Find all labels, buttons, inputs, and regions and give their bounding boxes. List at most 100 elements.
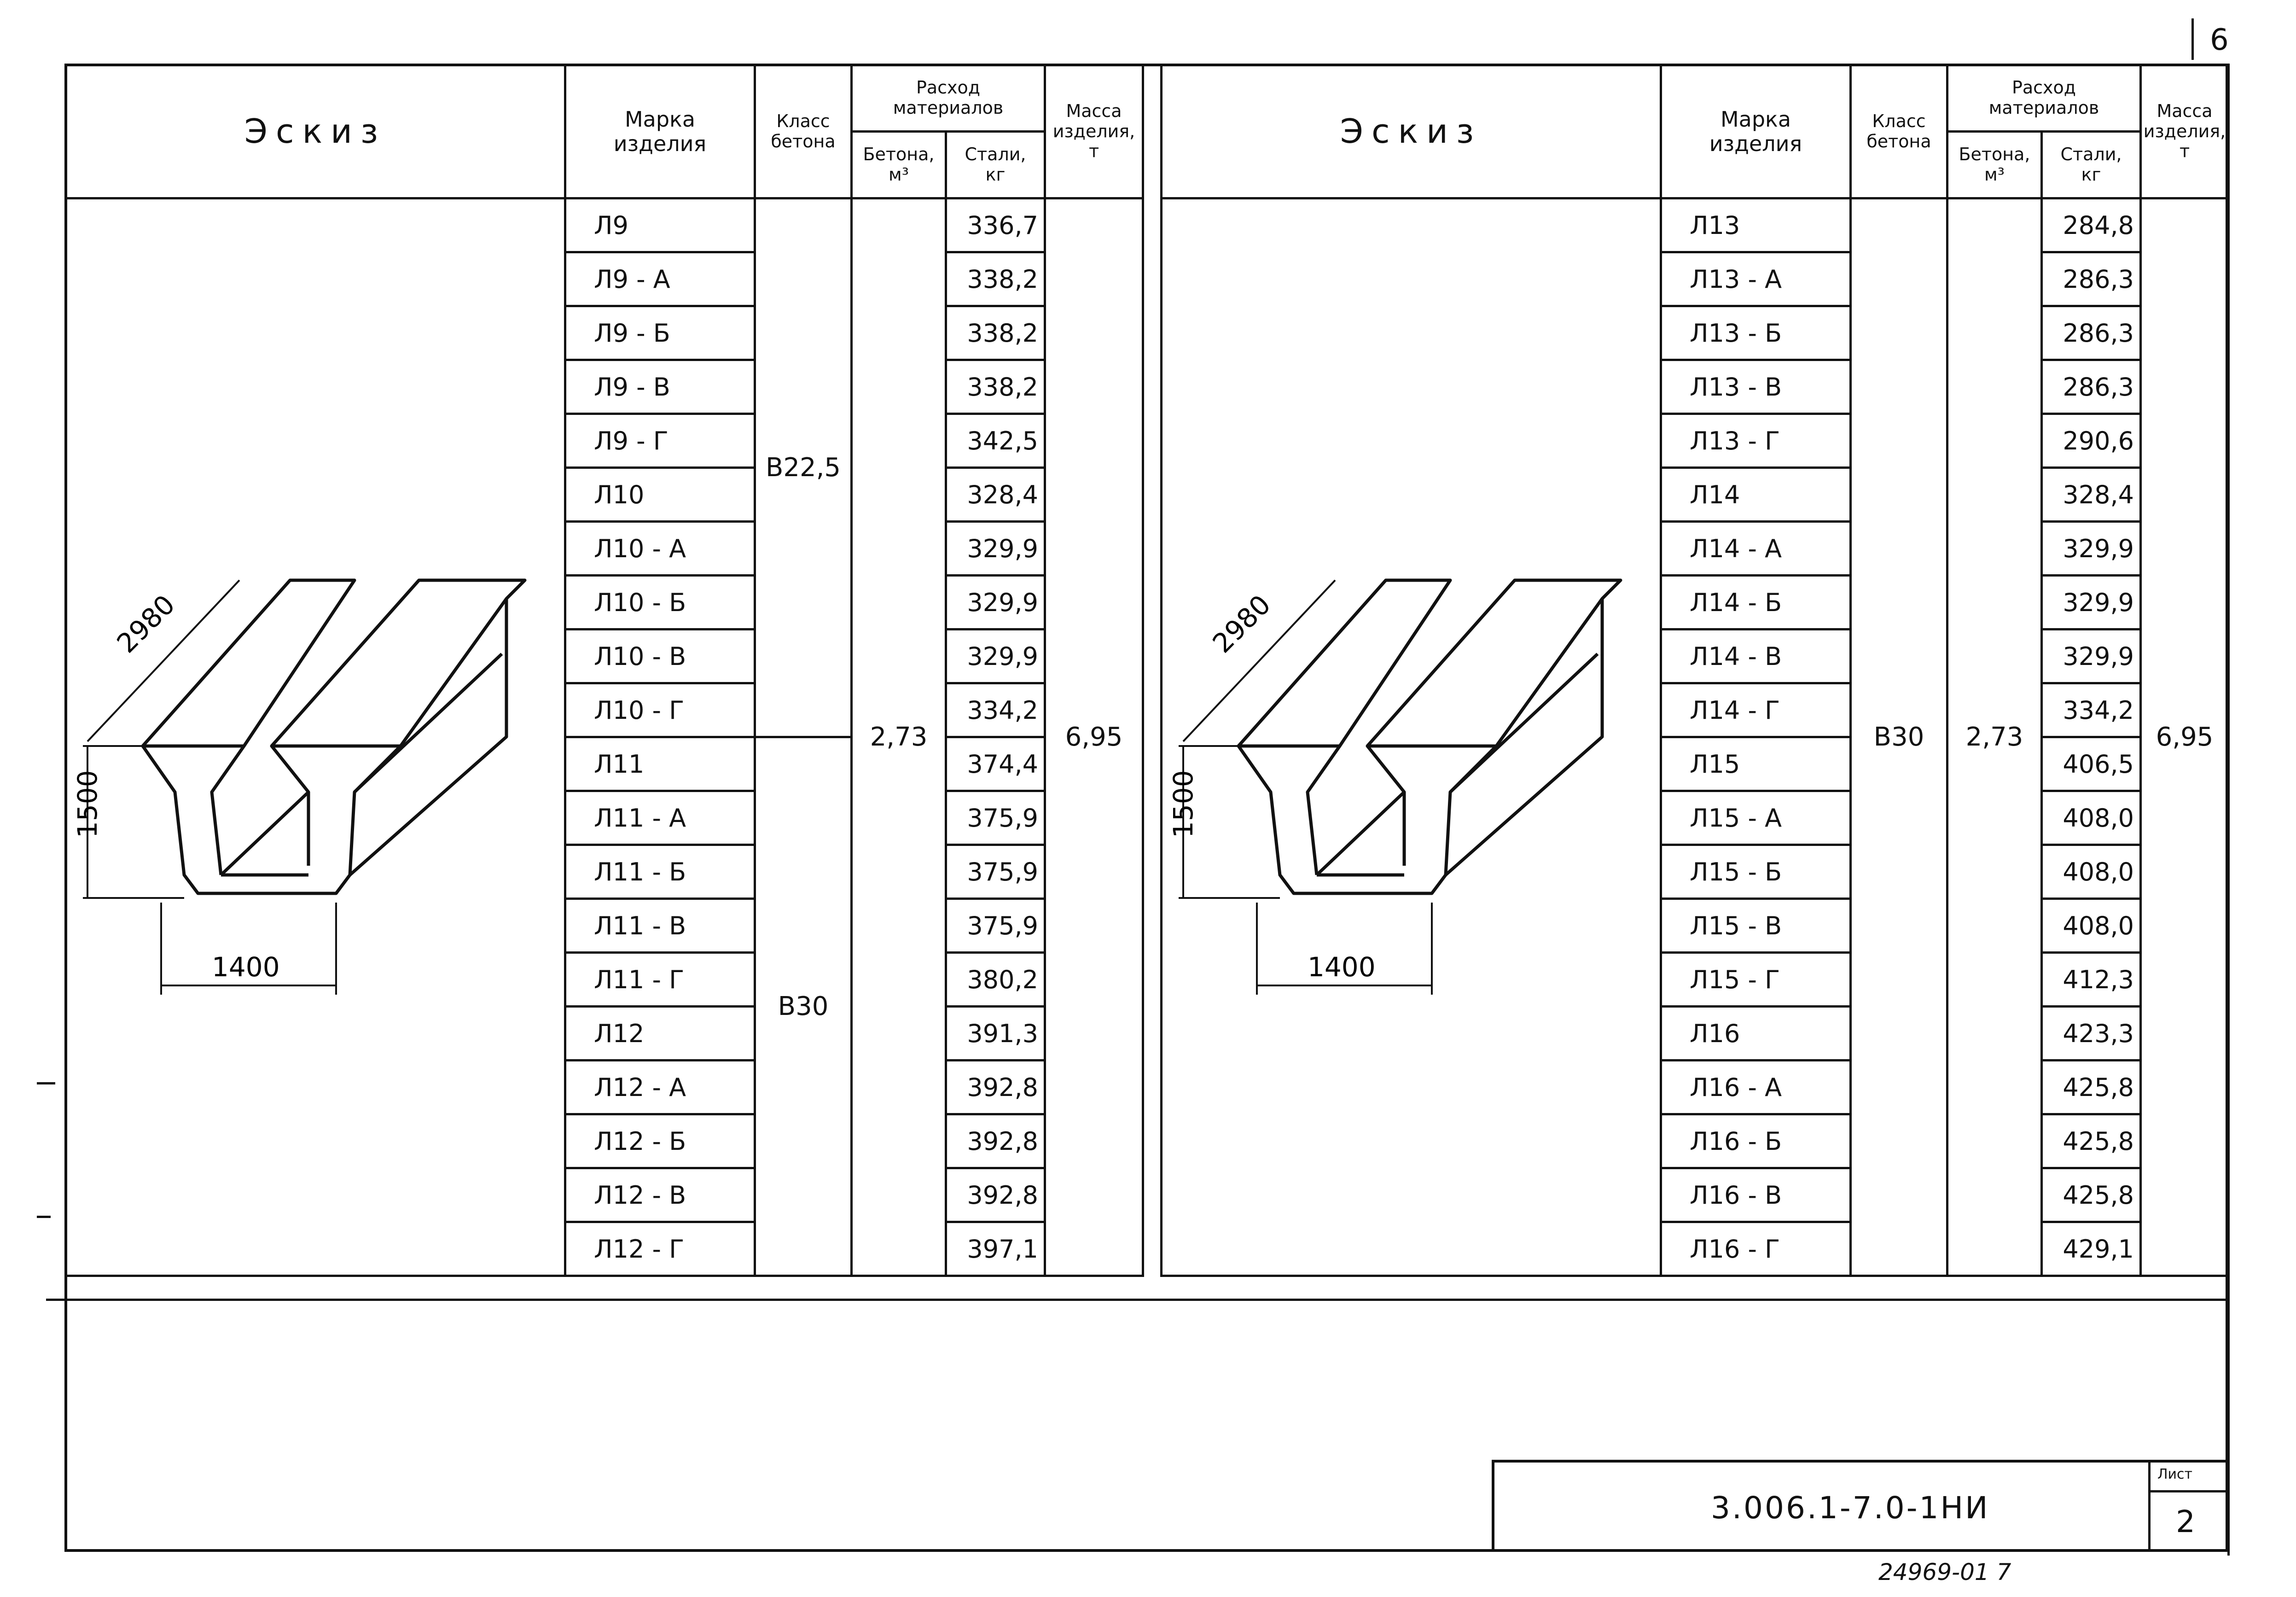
right-mark-1: Л13 - А (1660, 251, 1852, 307)
right-mark-18: Л16 - В (1660, 1167, 1852, 1223)
right-concrete: 2,73 (1946, 197, 2043, 1277)
right-mass: 6,95 (2139, 197, 2230, 1277)
page-number-tick (2191, 18, 2194, 60)
left-steel-6: 329,9 (944, 520, 1046, 577)
left-concrete: 2,73 (850, 197, 947, 1277)
left-mark-19: Л12 - Г (564, 1221, 756, 1277)
left-mark-6: Л10 - А (564, 520, 756, 577)
right-mark-17: Л16 - Б (1660, 1113, 1852, 1169)
left-steel-3: 338,2 (944, 359, 1046, 415)
header-concrete: Бетона,м³ (850, 130, 947, 199)
right-mark-3: Л13 - В (1660, 359, 1852, 415)
right-steel-10: 406,5 (2040, 736, 2142, 792)
left-mark-12: Л11 - Б (564, 844, 756, 900)
left-steel-15: 391,3 (944, 1005, 1046, 1061)
left-tray-sketch: 2980 1500 1400 (72, 578, 527, 995)
right-mark-15: Л16 (1660, 1005, 1852, 1061)
sheet-label-underline (2148, 1490, 2226, 1492)
right-mark-13: Л15 - В (1660, 898, 1852, 954)
left-dim-length: 2980 (111, 589, 181, 659)
left-steel-4: 342,5 (944, 413, 1046, 469)
left-class-b: В30 (754, 736, 853, 1277)
left-steel-11: 375,9 (944, 790, 1046, 846)
right-mark-0: Л13 (1660, 197, 1852, 253)
left-steel-16: 392,8 (944, 1059, 1046, 1115)
right-mark-7: Л14 - Б (1660, 574, 1852, 630)
left-mark-11: Л11 - А (564, 790, 756, 846)
left-steel-10: 374,4 (944, 736, 1046, 792)
left-mark-8: Л10 - В (564, 628, 756, 684)
left-steel-18: 392,8 (944, 1167, 1046, 1223)
header-steel: Стали,кг (944, 130, 1046, 199)
right-steel-8: 329,9 (2040, 628, 2142, 684)
inventory-number: 24969-01 7 (1878, 1559, 2011, 1585)
header-sketch-right: Эскиз (1160, 64, 1662, 199)
left-mark-15: Л12 (564, 1005, 756, 1061)
left-steel-13: 375,9 (944, 898, 1046, 954)
left-mark-17: Л12 - Б (564, 1113, 756, 1169)
left-steel-8: 329,9 (944, 628, 1046, 684)
right-steel-13: 408,0 (2040, 898, 2142, 954)
right-sketch-cell (1160, 197, 1662, 1277)
left-mark-14: Л11 - Г (564, 951, 756, 1008)
left-mark-13: Л11 - В (564, 898, 756, 954)
right-steel-5: 328,4 (2040, 466, 2142, 523)
right-dim-height: 1500 (1168, 770, 1199, 838)
right-mark-16: Л16 - А (1660, 1059, 1852, 1115)
right-steel-9: 334,2 (2040, 682, 2142, 738)
right-mark-8: Л14 - В (1660, 628, 1852, 684)
right-mark-4: Л13 - Г (1660, 413, 1852, 469)
left-dim-width: 1400 (212, 951, 280, 983)
right-mark-2: Л13 - Б (1660, 305, 1852, 361)
left-mark-5: Л10 (564, 466, 756, 523)
left-steel-17: 392,8 (944, 1113, 1046, 1169)
left-class-a: В22,5 (754, 197, 853, 738)
left-dim-height: 1500 (72, 770, 103, 838)
right-steel-15: 423,3 (2040, 1005, 2142, 1061)
right-tray-sketch: 2980 1500 1400 (1168, 578, 1622, 995)
left-mark-3: Л9 - В (564, 359, 756, 415)
sheet-label: Лист (2157, 1466, 2193, 1482)
right-steel-2: 286,3 (2040, 305, 2142, 361)
left-mark-7: Л10 - Б (564, 574, 756, 630)
right-steel-0: 284,8 (2040, 197, 2142, 253)
left-mark-2: Л9 - Б (564, 305, 756, 361)
right-steel-7: 329,9 (2040, 574, 2142, 630)
right-mark-12: Л15 - Б (1660, 844, 1852, 900)
left-sketch-cell (64, 197, 566, 1277)
right-steel-3: 286,3 (2040, 359, 2142, 415)
right-dim-length: 2980 (1207, 589, 1277, 659)
left-steel-5: 328,4 (944, 466, 1046, 523)
left-steel-14: 380,2 (944, 951, 1046, 1008)
left-steel-1: 338,2 (944, 251, 1046, 307)
right-mark-11: Л15 - А (1660, 790, 1852, 846)
header-concrete-right: Бетона,м³ (1946, 130, 2043, 199)
margin-tick-lower (37, 1216, 51, 1218)
right-mark-9: Л14 - Г (1660, 682, 1852, 738)
left-mass: 6,95 (1044, 197, 1145, 1277)
right-steel-18: 425,8 (2040, 1167, 2142, 1223)
left-mark-16: Л12 - А (564, 1059, 756, 1115)
right-mark-6: Л14 - А (1660, 520, 1852, 577)
left-mark-18: Л12 - В (564, 1167, 756, 1223)
right-dim-width: 1400 (1308, 951, 1376, 983)
left-mark-1: Л9 - А (564, 251, 756, 307)
sheet-number: 2 (2176, 1504, 2195, 1539)
sheet-divider (2148, 1463, 2151, 1550)
left-steel-2: 338,2 (944, 305, 1046, 361)
left-mark-4: Л9 - Г (564, 413, 756, 469)
right-steel-11: 408,0 (2040, 790, 2142, 846)
right-steel-16: 425,8 (2040, 1059, 2142, 1115)
left-steel-19: 397,1 (944, 1221, 1046, 1277)
left-steel-7: 329,9 (944, 574, 1046, 630)
right-steel-17: 425,8 (2040, 1113, 2142, 1169)
right-mark-5: Л14 (1660, 466, 1852, 523)
